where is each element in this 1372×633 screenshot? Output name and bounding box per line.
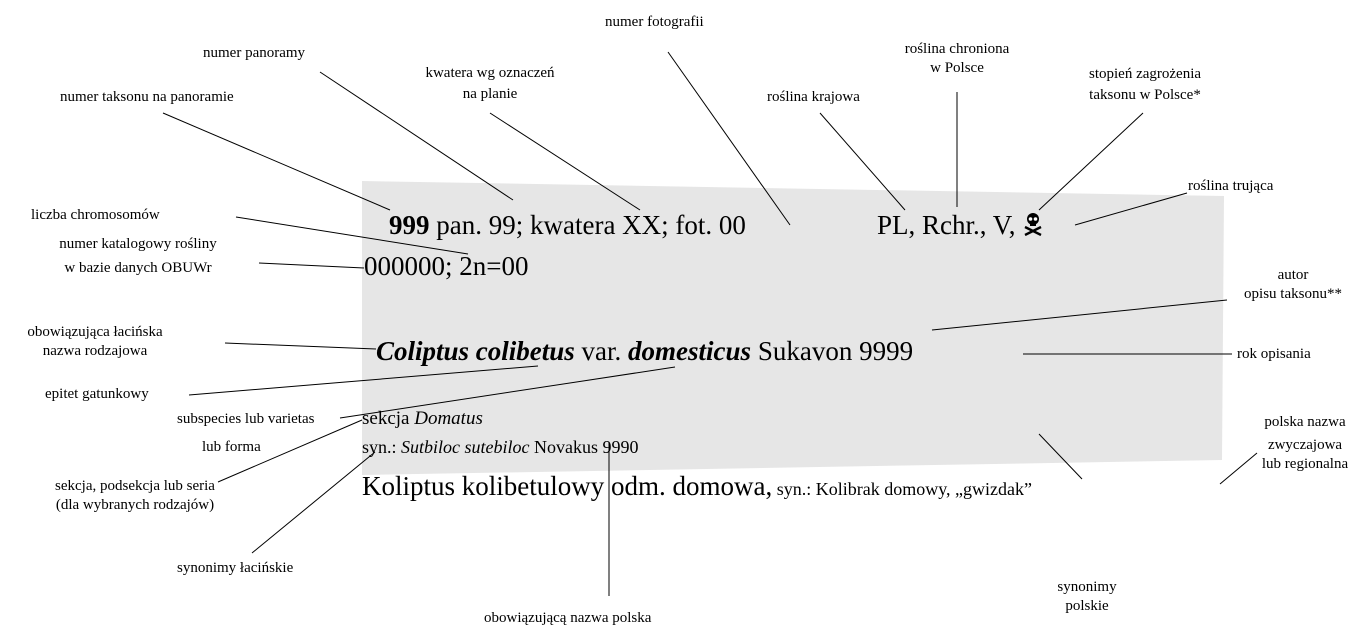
label-obowiazujaca-pl: obowiązującą nazwa polska: [484, 610, 652, 626]
label-forma: lub forma: [202, 439, 261, 455]
leader-autor: [931, 299, 1228, 331]
leader-synonimy-pl: [1038, 433, 1083, 480]
panorama-quarter-photo: pan. 99; kwatera XX; fot. 00: [429, 210, 746, 240]
label-polska-nazwa: polska nazwa zwyczajowa lub regionalna: [1261, 414, 1349, 472]
leader-numer-panoramy: [319, 71, 514, 201]
infraspecific-epithet: domesticus: [628, 336, 752, 366]
section-name: Domatus: [414, 408, 483, 429]
label-katalog: numer katalogowy rośliny w bazie danych …: [59, 236, 217, 276]
card-line-1: 999 pan. 99; kwatera XX; fot. 00: [389, 210, 746, 241]
leader-numer-fotografii: [667, 51, 791, 226]
author-year: Sukavon 9999: [751, 336, 914, 366]
leader-subspecies: [339, 366, 676, 419]
catalog-and-chromosomes: 000000; 2n=00: [364, 251, 529, 281]
card-status-flags: PL, Rchr., V,: [877, 210, 1044, 241]
card-line-5: syn.: Sutbiloc sutebiloc Novakus 9990: [362, 437, 639, 457]
skull-crossbones-icon: [1022, 212, 1044, 237]
label-numer-taksonu: numer taksonu na panoramie: [60, 89, 234, 105]
label-numer-panoramy: numer panoramy: [203, 45, 306, 61]
label-kwatera: kwatera wg oznaczeń na planie: [425, 65, 555, 102]
leader-trujaca: [1074, 192, 1188, 226]
leader-zagrozenie: [1038, 112, 1144, 211]
leader-synonimy-lac: [251, 451, 376, 554]
latin-synonym: Sutbiloc sutebiloc: [401, 437, 530, 457]
label-chroniona: roślina chroniona w Polsce: [904, 41, 1010, 76]
status-flags: PL, Rchr., V,: [877, 210, 1016, 240]
card-line-6: Koliptus kolibetulowy odm. domowa, syn.:…: [362, 470, 1032, 505]
label-sekcja: sekcja, podsekcja lub seria (dla wybrany…: [55, 478, 215, 513]
label-lacinska: obowiązująca łacińska nazwa rodzajowa: [27, 324, 163, 359]
leader-sekcja: [217, 419, 363, 483]
leader-kwatera: [489, 112, 641, 211]
label-trujaca: roślina trująca: [1188, 178, 1274, 194]
label-numer-fotografii: numer fotografii: [605, 14, 704, 30]
leader-roslina-krajowa: [819, 112, 906, 211]
leader-lacinska: [224, 342, 377, 350]
label-zagrozenie: stopień zagrożenia taksonu w Polsce*: [1088, 66, 1202, 103]
card-line-4: sekcja Domatus: [362, 408, 483, 429]
leader-katalog: [258, 262, 365, 269]
label-roslina-krajowa: roślina krajowa: [767, 89, 860, 105]
label-rok: rok opisania: [1237, 346, 1311, 362]
latin-genus-species: Coliptus colibetus: [376, 336, 575, 366]
taxon-number: 999: [389, 210, 430, 240]
label-subspecies: subspecies lub varietas: [177, 411, 315, 427]
leader-numer-taksonu: [162, 112, 391, 211]
label-synonimy-lac: synonimy łacińskie: [177, 560, 294, 576]
leader-epitet: [188, 365, 539, 396]
card-line-2: 000000; 2n=00: [364, 251, 528, 282]
label-chromosomy: liczba chromosomów: [31, 207, 160, 223]
rank-abbrev: var.: [574, 336, 629, 366]
label-autor: autor opisu taksonu**: [1244, 267, 1342, 302]
card-line-3: Coliptus colibetus var. domesticus Sukav…: [376, 336, 913, 367]
label-synonimy-pl: synonimy polskie: [1057, 579, 1117, 614]
label-epitet: epitet gatunkowy: [45, 386, 149, 402]
leader-polska-zwyczajowa: [1219, 452, 1258, 485]
polish-synonyms: syn.: Kolibrak domowy, „gwizdak”: [772, 479, 1033, 499]
leader-chromosomy: [235, 216, 469, 255]
polish-name: Koliptus kolibetulowy odm. domowa,: [362, 471, 773, 501]
